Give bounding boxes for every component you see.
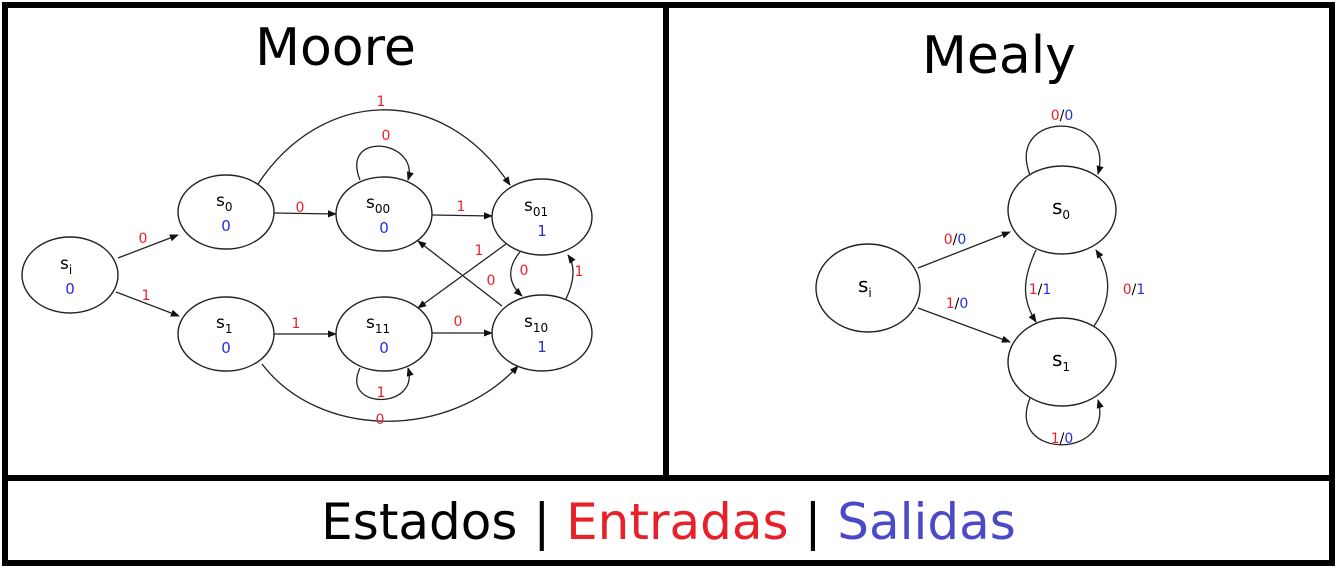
legend-panel: Estados | Entradas | Salidas	[2, 475, 1335, 566]
moore-title: Moore	[255, 18, 416, 78]
moore-transition-label-s10-s00: 0	[487, 273, 496, 289]
moore-transition-si-s0	[117, 234, 179, 259]
mealy-state-s1	[1007, 317, 1117, 407]
mealy-transition-si-s1	[917, 307, 1011, 343]
mealy-transition-label-s0-s1: 1/1	[1029, 282, 1052, 298]
moore-transition-label-s11-s11: 1	[377, 385, 386, 401]
mealy-state-si	[815, 243, 921, 333]
moore-state-output-si: 0	[65, 280, 75, 298]
legend: Estados | Entradas | Salidas	[8, 495, 1329, 550]
mealy-transition-label-s1-s0: 0/1	[1123, 282, 1146, 298]
moore-state-output-s00: 0	[379, 219, 389, 237]
mealy-transition-label-s1-s1: 1/0	[1051, 431, 1074, 447]
moore-state-output-s1: 0	[221, 339, 231, 357]
moore-state-si	[21, 236, 119, 314]
moore-transition-label-s11-s10: 0	[454, 314, 463, 330]
mealy-state-label-si: si	[858, 273, 872, 300]
moore-transition-s1-s10	[261, 363, 519, 422]
moore-transition-s01-s11	[417, 243, 507, 309]
moore-transition-s10-s01	[565, 254, 576, 300]
moore-transition-label-s1-s10: 0	[376, 412, 385, 428]
legend-separator: |	[788, 493, 838, 551]
moore-transition-label-s01-s10: 0	[520, 263, 529, 279]
moore-transition-label-s01-s11: 1	[475, 243, 484, 259]
moore-state-s01	[491, 178, 593, 256]
mealy-transition-si-s0	[917, 231, 1011, 269]
moore-transition-label-s00-s01: 1	[457, 199, 466, 215]
mealy-transition-s1-s1	[1025, 397, 1104, 446]
moore-state-output-s01: 1	[537, 222, 547, 240]
legend-salidas: Salidas	[837, 493, 1016, 551]
mealy-state-s0	[1007, 165, 1117, 255]
moore-transition-s01-s10	[510, 251, 523, 297]
moore-transition-s0-s01	[257, 109, 511, 186]
moore-transition-s00-s00	[356, 145, 414, 181]
mealy-transition-s0-s1	[1024, 249, 1037, 323]
moore-state-output-s10: 1	[537, 338, 547, 356]
mealy-transition-s1-s0	[1093, 249, 1109, 327]
moore-transition-s0-s00	[273, 210, 337, 218]
mealy-transition-label-s0-s0: 0/0	[1051, 108, 1074, 124]
moore-transition-label-s0-s01: 1	[377, 94, 386, 110]
moore-transition-label-s00-s00: 0	[382, 128, 391, 144]
legend-separator: |	[517, 493, 567, 551]
mealy-transition-label-si-s0: 0/0	[944, 232, 967, 248]
mealy-transition-s0-s0	[1025, 125, 1104, 176]
moore-state-s10	[491, 294, 593, 372]
mealy-title: Mealy	[922, 26, 1076, 86]
moore-state-output-s0: 0	[221, 217, 231, 235]
moore-transition-s10-s00	[417, 240, 503, 307]
moore-transition-label-s1-s11: 1	[292, 316, 301, 332]
moore-state-s11	[335, 296, 433, 372]
moore-state-output-s11: 0	[379, 339, 389, 357]
moore-transition-s00-s01	[431, 212, 493, 220]
moore-state-s0	[177, 174, 275, 250]
moore-transition-s11-s11	[356, 367, 414, 401]
moore-transition-label-si-s1: 1	[142, 288, 151, 304]
moore-state-s00	[335, 176, 433, 252]
moore-transition-label-si-s0: 0	[139, 231, 148, 247]
moore-transition-label-s0-s00: 0	[296, 200, 305, 216]
legend-estados: Estados	[321, 493, 518, 551]
moore-transition-label-s10-s01: 1	[575, 264, 584, 280]
legend-entradas: Entradas	[566, 493, 789, 551]
mealy-transition-label-si-s1: 1/0	[946, 296, 969, 312]
moore-state-s1	[177, 296, 275, 372]
moore-transition-si-s1	[115, 291, 180, 317]
